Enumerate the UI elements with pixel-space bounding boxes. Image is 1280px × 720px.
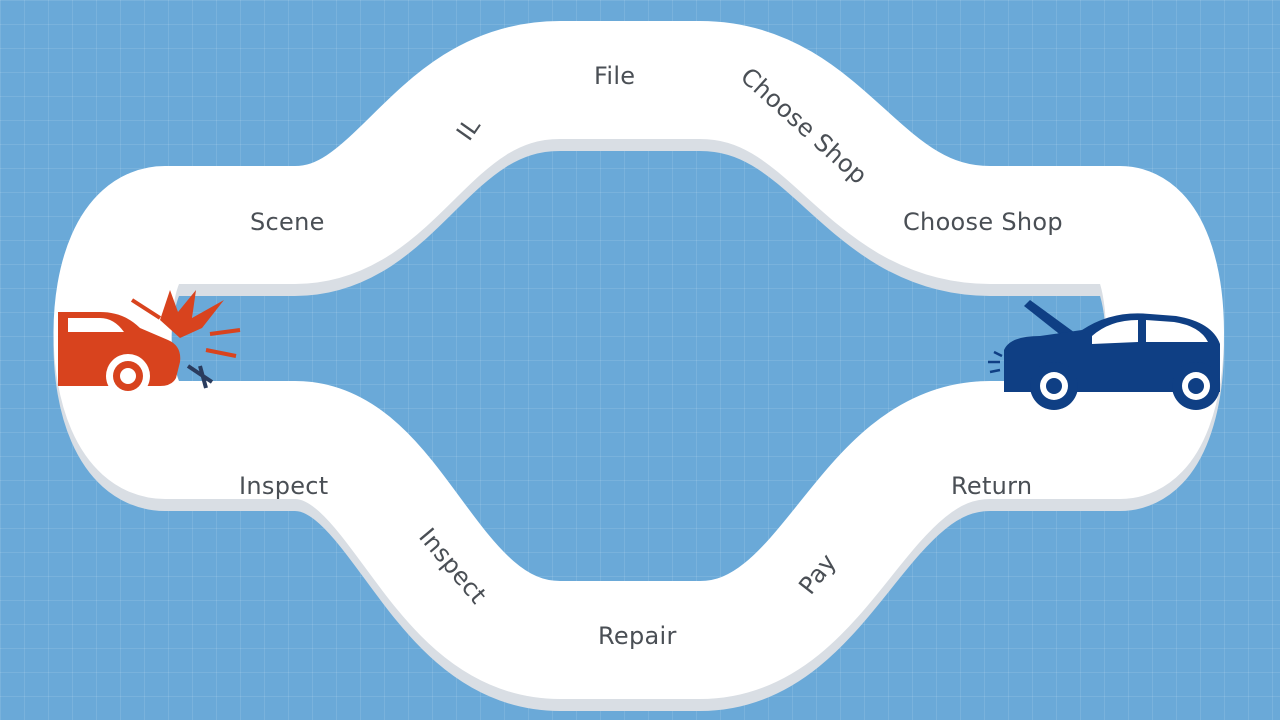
impact-burst-icon [130,290,241,389]
step-label-choose-shop: Choose Shop [903,208,1063,236]
track-loop [53,21,1224,699]
step-label-return: Return [951,472,1033,500]
step-label-repair: Repair [598,622,677,650]
crashed-car-icon [58,312,181,398]
step-label-scene: Scene [250,208,325,236]
step-label-inspect: Inspect [239,472,329,500]
step-label-file: File [594,62,636,90]
repaired-car-icon [988,300,1220,410]
